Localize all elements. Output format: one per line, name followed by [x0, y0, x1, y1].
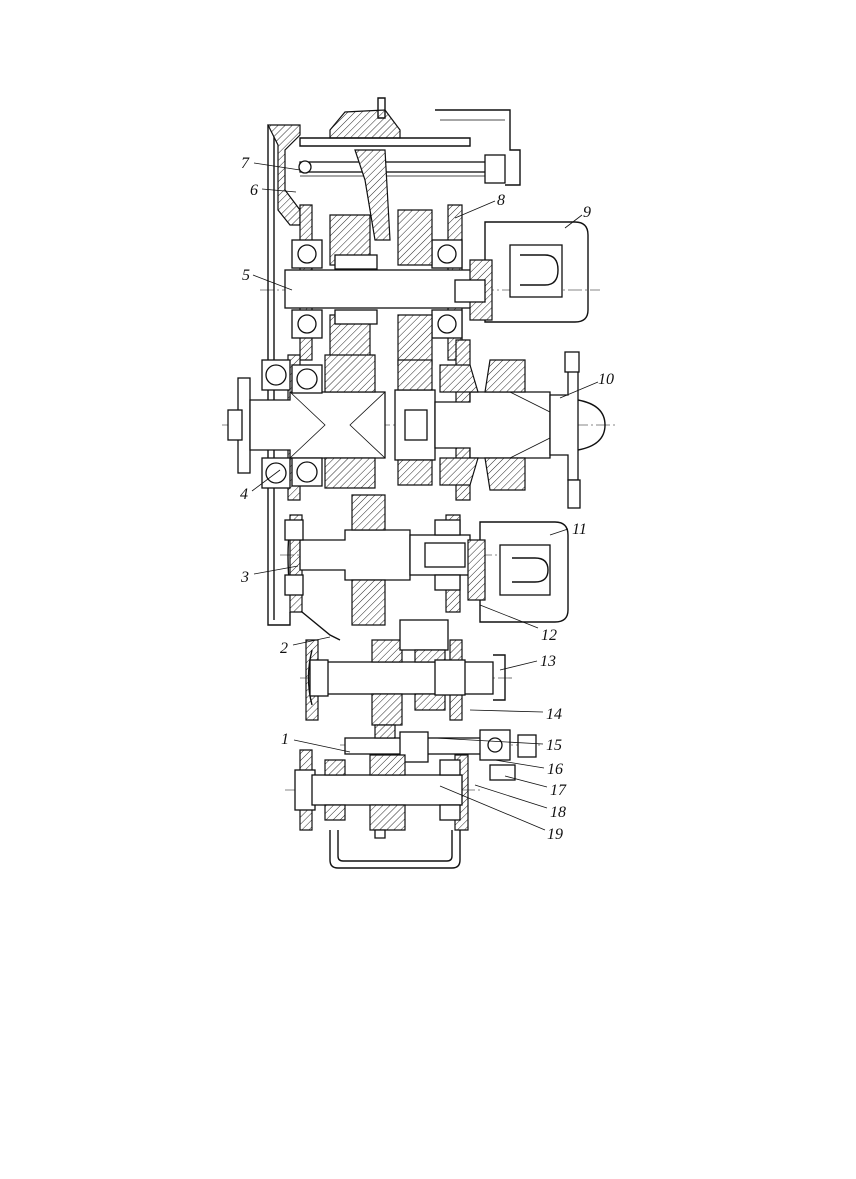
callout-10: 10 — [598, 371, 614, 388]
shift-rod — [298, 149, 506, 241]
shaft-3 — [280, 494, 520, 626]
callout-18: 18 — [550, 804, 566, 821]
main-shaft — [222, 351, 615, 509]
callout-11: 11 — [572, 521, 587, 538]
callout-6: 6 — [250, 182, 258, 199]
motor-11 — [467, 521, 569, 623]
motor-9 — [454, 221, 589, 323]
callout-7: 7 — [241, 155, 250, 172]
callout-5: 5 — [242, 267, 250, 284]
callout-2: 2 — [280, 640, 288, 657]
callout-12: 12 — [541, 627, 557, 644]
callout-14: 14 — [546, 706, 562, 723]
callout-16: 16 — [547, 761, 563, 778]
upper-shaft — [260, 209, 600, 366]
shaft-19 — [285, 754, 480, 839]
callout-17: 17 — [550, 782, 567, 799]
callout-9: 9 — [583, 204, 591, 221]
callout-15: 15 — [546, 737, 562, 754]
callout-8: 8 — [497, 192, 505, 209]
callout-labels: 1 2 3 4 5 6 7 8 9 10 11 12 13 14 15 16 1… — [240, 155, 614, 843]
leader-lines — [251, 162, 599, 831]
callout-1: 1 — [281, 731, 289, 748]
callout-4: 4 — [240, 486, 248, 503]
callout-13: 13 — [540, 653, 556, 670]
callout-3: 3 — [240, 569, 249, 586]
shaft-13 — [300, 619, 515, 726]
callout-19: 19 — [547, 826, 563, 843]
